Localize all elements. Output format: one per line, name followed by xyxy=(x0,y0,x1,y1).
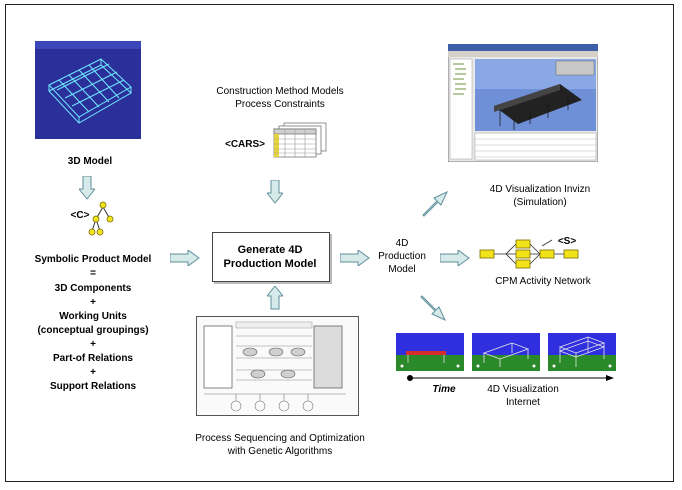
arrow-constraints-to-generate xyxy=(267,180,283,204)
tree-icon xyxy=(88,201,114,236)
internet-line-2: Internet xyxy=(506,397,540,408)
cpm-network-image xyxy=(479,239,579,269)
arrow-3d-to-symbolic xyxy=(79,176,95,200)
constraints-line-2: Process Constraints xyxy=(235,99,325,110)
ga-line-2: with Genetic Algorithms xyxy=(227,446,333,457)
symbolic-line-10: Support Relations xyxy=(49,381,137,392)
c-icon-label: <C> xyxy=(70,210,90,221)
arrow-production-to-cpm xyxy=(440,250,470,266)
production-line-1: 4D xyxy=(395,238,409,249)
cars-label: <CARS> xyxy=(224,139,265,150)
production-line-2: Production xyxy=(378,251,426,262)
genetic-algorithm-image xyxy=(196,316,359,416)
symbolic-line-5: Working Units xyxy=(59,311,127,322)
generate-box xyxy=(212,232,330,282)
constraints-line-1: Construction Method Models xyxy=(216,86,344,97)
arrow-production-to-invizn xyxy=(422,190,448,217)
arrow-production-to-internet xyxy=(420,295,446,322)
generate-line-2: Production Model xyxy=(223,258,317,270)
timeline-axis xyxy=(407,375,614,381)
generate-line-1: Generate 4D xyxy=(237,244,303,256)
invizn-line-1: 4D Visualization Invizn xyxy=(489,184,591,195)
invizn-screenshot-image xyxy=(448,44,598,162)
symbolic-line-9: + xyxy=(90,367,96,378)
3d-model-label: 3D Model xyxy=(67,156,113,167)
symbolic-line-1: Symbolic Product Model xyxy=(34,254,152,265)
arrow-symbolic-to-generate xyxy=(170,250,200,266)
internet-frame-1 xyxy=(396,333,464,371)
s-icon-label: <S> xyxy=(557,236,577,247)
invizn-line-2: (Simulation) xyxy=(513,197,567,208)
arrow-generate-to-production xyxy=(340,250,370,266)
symbolic-line-6: (conceptual groupings) xyxy=(37,325,149,336)
3d-model-image xyxy=(35,41,141,139)
diagram-frame xyxy=(5,4,674,482)
symbolic-line-8: Part-of Relations xyxy=(52,353,133,364)
ga-line-1: Process Sequencing and Optimization xyxy=(195,433,365,444)
symbolic-line-3: 3D Components xyxy=(54,283,132,294)
symbolic-line-4: + xyxy=(90,297,96,308)
time-label: Time xyxy=(432,384,456,395)
internet-line-1: 4D Visualization xyxy=(487,384,559,395)
arrow-ga-to-generate xyxy=(267,286,283,310)
cpm-label: CPM Activity Network xyxy=(495,276,591,287)
internet-frame-3 xyxy=(548,333,616,371)
internet-frame-2 xyxy=(472,333,540,371)
production-line-3: Model xyxy=(388,264,416,275)
cars-tables-image xyxy=(273,122,327,158)
symbolic-line-7: + xyxy=(90,339,96,350)
symbolic-line-2: = xyxy=(90,268,96,279)
